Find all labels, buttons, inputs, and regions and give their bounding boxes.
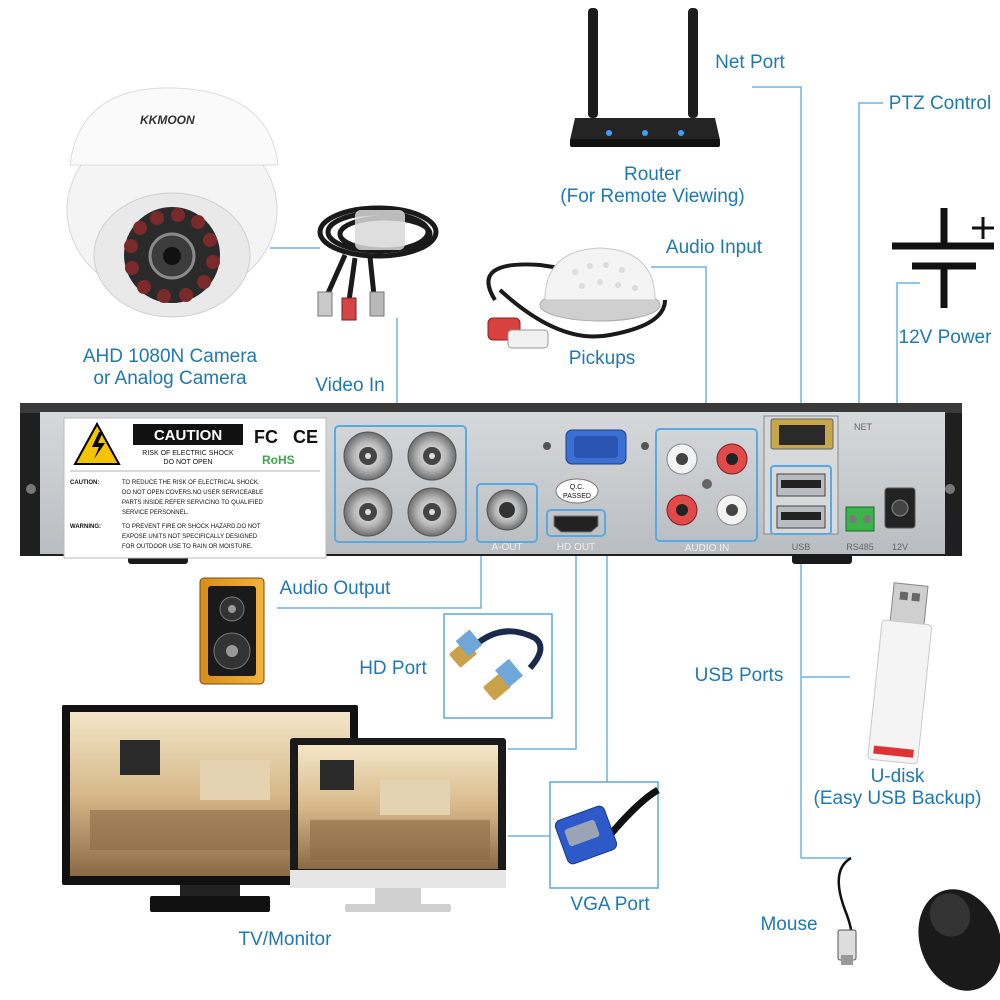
line-net-port: [752, 86, 802, 416]
tv-monitor-label: TV/Monitor: [238, 929, 332, 950]
audio-output-label: Audio Output: [279, 578, 391, 599]
mouse-label: Mouse: [760, 914, 818, 935]
qc-line-2: PASSED: [563, 493, 591, 500]
router-label: Router (For Remote Viewing): [540, 164, 765, 208]
warn1-line-1: TO REDUCE THE RISK OF ELECTRICAL SHOCK.: [122, 480, 260, 486]
rs485-label: RS485: [846, 542, 874, 552]
bnc-ports: [343, 431, 457, 537]
line-hd-port: [508, 540, 577, 750]
bnc-cable: [317, 205, 439, 321]
usb-highlight: [770, 465, 832, 535]
line-vga-port: [606, 540, 658, 784]
rohs-mark: RoHS: [262, 453, 295, 467]
net-label: NET: [854, 422, 873, 432]
usb-flash-drive: [867, 582, 933, 765]
audio-input-label: Audio Input: [665, 237, 763, 258]
qc-line-1: Q.C.: [570, 484, 584, 491]
audio-in-highlight: [655, 428, 758, 542]
audio-in-label: AUDIO IN: [685, 543, 729, 554]
hd-out-label: HD OUT: [557, 542, 595, 553]
video-in-highlight: [334, 425, 467, 543]
caution-label: CAUTION RISK OF ELECTRIC SHOCK DO NOT OP…: [63, 417, 327, 559]
dc-label: 12V: [892, 542, 908, 552]
pickups-label: Pickups: [568, 348, 636, 369]
router-label-line-2: (For Remote Viewing): [560, 186, 745, 207]
usb-label: USB: [792, 542, 811, 552]
dvr-rear-panel: CAUTION RISK OF ELECTRIC SHOCK DO NOT OP…: [20, 403, 962, 564]
udisk-label-line-2: (Easy USB Backup): [813, 788, 982, 809]
hd-out-highlight: [546, 509, 606, 537]
camera-brand: KKMOON: [140, 113, 195, 127]
warn2-line-2: EXPOSE UNITS NOT SPECIFICALLY DESIGNED: [122, 534, 258, 540]
usb-ports-label: USB Ports: [694, 665, 784, 686]
line-usb-mouse: [800, 540, 850, 859]
warn2-line-1: TO PREVENT FIRE OR SHOCK HAZARD.DO NOT: [122, 524, 261, 530]
warn1-line-2: DO NOT OPEN COVERS.NO USER SERVICEABLE: [122, 490, 263, 496]
speaker: [199, 577, 265, 685]
camera-label-line-1: AHD 1080N Camera: [82, 346, 258, 367]
caution-sub-2: DO NOT OPEN: [164, 459, 213, 466]
mouse: [837, 856, 1000, 991]
warn1-line-3: PARTS INSIDE.REFER SERVICING TO QUALIFIE…: [122, 500, 263, 506]
hdmi-cable: [443, 613, 553, 719]
dc-power-symbol: [892, 208, 994, 308]
line-audio-input: [651, 266, 707, 427]
camera-label: AHD 1080N Camera or Analog Camera: [60, 346, 280, 390]
net-port-label: Net Port: [715, 52, 785, 73]
connection-lines: [270, 86, 920, 859]
dome-camera: KKMOON: [66, 87, 279, 318]
warn1-line-4: SERVICE PERSONNEL.: [122, 510, 189, 516]
vga-port-label: VGA Port: [570, 894, 650, 915]
hd-port-label: HD Port: [359, 658, 427, 679]
ptz-control-label: PTZ Control: [888, 93, 992, 114]
camera-label-line-2: or Analog Camera: [93, 368, 247, 389]
audio-out-highlight: [476, 483, 538, 543]
rca-ports: [666, 443, 748, 526]
warn2-line-3: FOR OUTDOOR USE TO RAIN OR MOISTURE.: [122, 544, 253, 550]
line-ptz-control: [858, 102, 883, 508]
router-label-line-1: Router: [623, 164, 682, 185]
caution-sub-1: RISK OF ELECTRIC SHOCK: [142, 450, 234, 457]
hdmi-port: [553, 515, 599, 533]
udisk-label: U-disk (Easy USB Backup): [795, 766, 1000, 810]
ce-mark: CE: [293, 427, 318, 447]
a-out-label: A-OUT: [491, 542, 522, 553]
pickup-microphone: [486, 247, 667, 349]
video-in-label: Video In: [315, 375, 385, 396]
caution-title: CAUTION: [154, 427, 222, 444]
warn2-head: WARNING:: [70, 524, 101, 530]
power-label: 12V Power: [898, 327, 992, 348]
router: [570, 8, 720, 147]
tv-monitor-small: [290, 738, 506, 912]
fc-mark: FC: [254, 427, 278, 447]
line-audio-output: [277, 540, 482, 609]
vga-cable: [549, 781, 660, 889]
udisk-label-line-1: U-disk: [870, 766, 925, 787]
warn1-head: CAUTION:: [70, 480, 99, 486]
